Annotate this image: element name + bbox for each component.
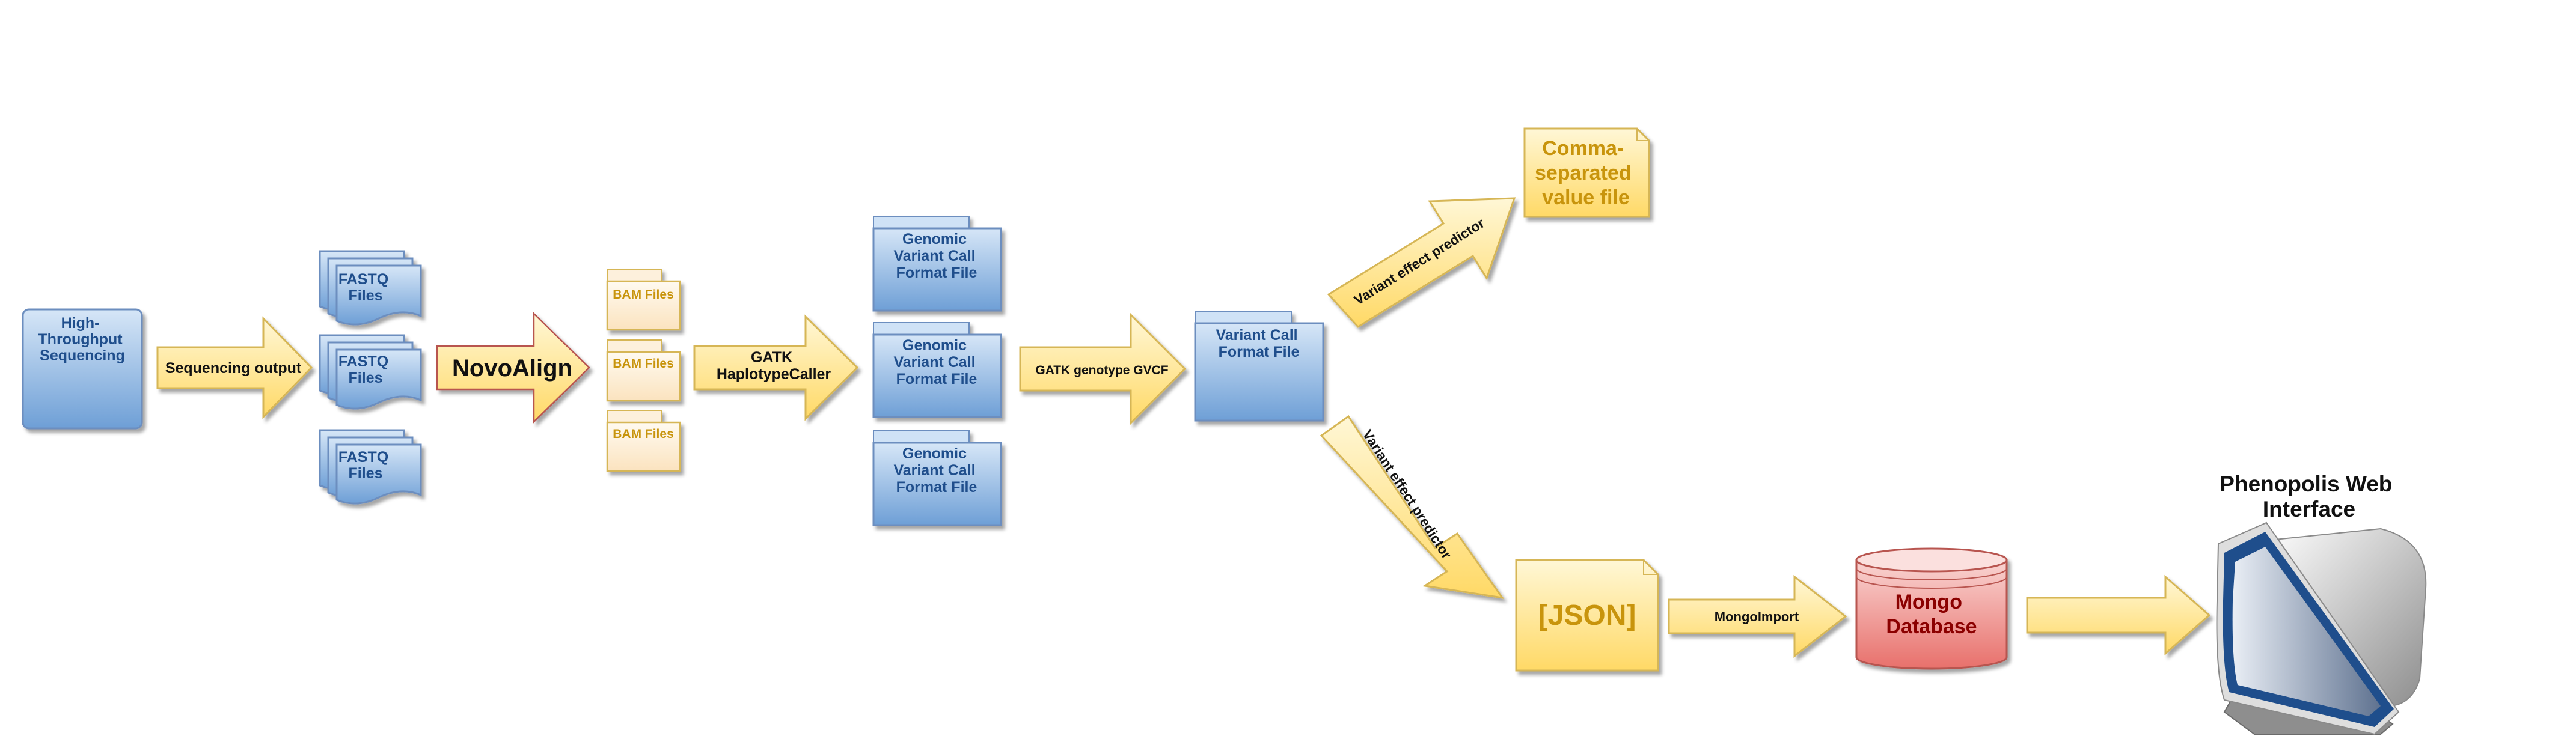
csv-label-line: separated [1535, 162, 1632, 184]
vcf-label-line: Format File [1219, 344, 1300, 360]
csv-label-line: value file [1542, 186, 1630, 209]
svg-text:Variant Call Format File: Variant Call Format File [1216, 327, 1302, 360]
sequencing-output-label: Sequencing output [165, 360, 302, 377]
svg-text:Genomic Variant Call F: Genomic Variant Call Format File [893, 231, 979, 281]
svg-text:High- Throughput Seque: High- Throughput Sequencing [38, 315, 126, 364]
gvcf-label-line: Genomic [902, 231, 967, 248]
bam-files-2 [606, 339, 681, 402]
gvcf-label-line: Variant Call [893, 462, 975, 479]
gvcf-label-line: Variant Call [893, 248, 975, 264]
mongo-database [1855, 547, 2008, 670]
gvcf-label-line: Format File [896, 479, 977, 496]
novoalign-label: NovoAlign [452, 355, 572, 382]
bam-label: BAM Files [613, 427, 674, 441]
vep-up-label: Variant effect predictor [1351, 215, 1487, 308]
gvcf-label-line: Variant Call [893, 354, 975, 371]
gvcf-label-line: Format File [896, 264, 977, 281]
bam-label: BAM Files [613, 357, 674, 371]
novoalign-arrow [436, 312, 590, 424]
gatk-genotype-gvcf-arrow [1019, 312, 1187, 425]
sequencing-node [22, 308, 143, 430]
svg-text:GATK HaplotypeCaller: GATK HaplotypeCaller [717, 349, 831, 383]
vcf-file [1194, 311, 1324, 422]
web-interface-label-line: Interface [2263, 497, 2355, 522]
gatk-haplotypecaller-label-line: GATK [751, 349, 792, 366]
web-interface-label-line: Phenopolis Web [2220, 472, 2392, 496]
sequencing-label-line: High- [61, 315, 100, 332]
json-label: [JSON] [1538, 600, 1636, 631]
to-web-interface-arrow [2026, 574, 2211, 656]
gatk-haplotypecaller-label-line: HaplotypeCaller [717, 366, 831, 383]
fastq-label-line: Files [349, 465, 383, 482]
fastq-files-3 [319, 429, 422, 505]
svg-text:Genomic Variant Call F: Genomic Variant Call Format File [893, 445, 979, 496]
mongoimport-label: MongoImport [1715, 609, 1799, 624]
svg-text:FASTQ Files: FASTQ Files [338, 271, 393, 304]
gvcf-label-line: Format File [896, 371, 977, 388]
bam-files-3 [606, 410, 681, 472]
vep-down-label: Variant effect predictor [1360, 427, 1455, 562]
gatk-genotype-gvcf-label: GATK genotype GVCF [1035, 363, 1168, 377]
svg-text:Genomic Variant Call F: Genomic Variant Call Format File [893, 337, 979, 388]
fastq-label-line: Files [349, 369, 383, 386]
gvcf-file-2 [872, 322, 1002, 418]
json-file [1515, 559, 1659, 672]
csv-label-line: Comma- [1542, 137, 1624, 160]
gvcf-file-3 [872, 430, 1002, 526]
svg-text:Comma- separated value: Comma- separated value file [1535, 137, 1637, 209]
sequencing-label-line: Throughput [38, 331, 123, 348]
fastq-label-line: FASTQ [338, 271, 388, 288]
fastq-files-2 [319, 334, 422, 410]
gvcf-file-1 [872, 216, 1002, 312]
fastq-label-line: Files [349, 287, 383, 304]
mongo-label-line: Database [1886, 615, 1977, 638]
mongoimport-arrow [1668, 574, 1847, 658]
vep-arrow-to-csv [1327, 197, 1516, 328]
fastq-files-1 [319, 250, 422, 326]
gatk-haplotypecaller-arrow [693, 314, 859, 421]
monitor-icon [2216, 522, 2427, 735]
fastq-label-line: FASTQ [338, 449, 388, 466]
svg-text:Phenopolis Web Interface: Phenopolis Web Interface [2220, 472, 2398, 522]
gvcf-label-line: Genomic [902, 445, 967, 462]
svg-text:Mongo Database: Mongo Database [1886, 591, 1977, 638]
sequencing-label-line: Sequencing [40, 347, 125, 364]
svg-text:FASTQ Files: FASTQ Files [338, 353, 393, 386]
bam-files-1 [606, 269, 681, 331]
gvcf-label-line: Genomic [902, 337, 967, 354]
fastq-label-line: FASTQ [338, 353, 388, 370]
bam-label: BAM Files [613, 288, 674, 302]
sequencing-output-arrow [156, 316, 313, 419]
csv-file [1523, 127, 1650, 218]
vcf-label-line: Variant Call [1216, 327, 1297, 344]
mongo-label-line: Mongo [1895, 591, 1962, 613]
vep-arrow-to-json [1320, 415, 1505, 600]
svg-text:FASTQ Files: FASTQ Files [338, 449, 393, 482]
